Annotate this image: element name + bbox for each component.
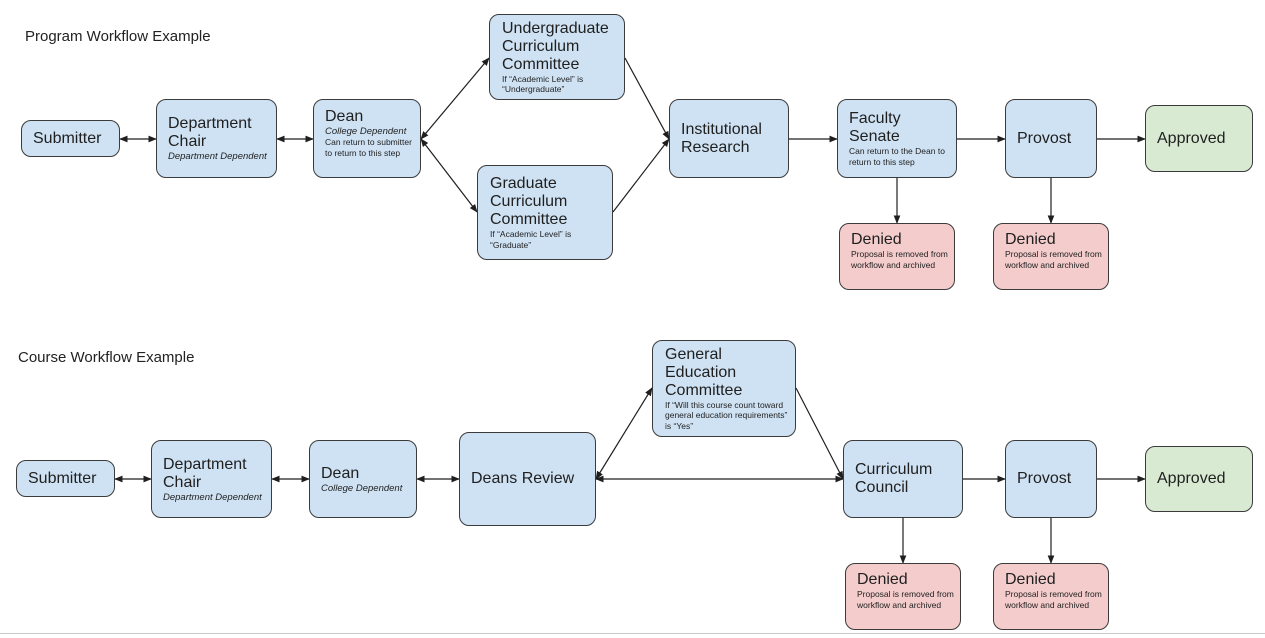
course-denied-node-provost: Denied Proposal is removed from workflow… xyxy=(993,563,1109,630)
course-chair-node: Department Chair Department Dependent xyxy=(151,440,272,518)
node-note: Can return to the Dean to return to this… xyxy=(849,146,945,167)
program-gcc-node: Graduate Curriculum Committee If “Academ… xyxy=(477,165,613,260)
node-label: Provost xyxy=(1017,129,1072,147)
program-submitter-node: Submitter xyxy=(21,120,120,157)
node-label: General Education Committee xyxy=(665,345,743,399)
node-label: Institutional Research xyxy=(681,120,762,156)
course-council-node: Curriculum Council xyxy=(843,440,963,518)
node-label: Graduate Curriculum Committee xyxy=(490,175,568,228)
program-ir-node: Institutional Research xyxy=(669,99,789,178)
node-label: Deans Review xyxy=(471,470,575,487)
node-note: Can return to submitter to return to thi… xyxy=(325,137,412,158)
node-note: Proposal is removed from workflow and ar… xyxy=(1005,249,1102,270)
node-sublabel: College Dependent xyxy=(321,482,403,494)
node-note: If “Academic Level” is “Graduate” xyxy=(490,229,572,250)
node-label: Dean xyxy=(321,464,360,482)
connector-dean-ugcc xyxy=(420,57,490,140)
node-note: If “Academic Level” is “Undergraduate” xyxy=(502,73,584,95)
node-label: Denied xyxy=(851,231,902,248)
node-note: Proposal is removed from workflow and ar… xyxy=(857,589,954,610)
program-provost-node: Provost xyxy=(1005,99,1097,178)
course-gened-node: General Education Committee If “Will thi… xyxy=(652,340,796,437)
node-note: Proposal is removed from workflow and ar… xyxy=(1005,589,1102,610)
program-denied-node-senate: Denied Proposal is removed from workflow… xyxy=(839,223,955,290)
program-workflow-title: Program Workflow Example xyxy=(25,28,211,45)
node-label: Department Chair xyxy=(163,455,247,491)
node-note: If “Will this course count toward genera… xyxy=(665,399,788,431)
program-ugcc-node: Undergraduate Curriculum Committee If “A… xyxy=(489,14,625,100)
connector-c-gened-council xyxy=(795,387,844,480)
node-sublabel: Department Dependent xyxy=(163,491,262,503)
connector-ugcc-ir xyxy=(624,57,670,140)
node-sublabel: Department Dependent xyxy=(168,151,267,162)
node-label: Dean xyxy=(325,108,364,125)
program-denied-node-provost: Denied Proposal is removed from workflow… xyxy=(993,223,1109,290)
course-dean-node: Dean College Dependent xyxy=(309,440,417,518)
connector-dean-gcc xyxy=(420,138,478,213)
program-chair-node: Department Chair Department Dependent xyxy=(156,99,277,178)
course-deans-review-node: Deans Review xyxy=(459,432,596,526)
node-label: Approved xyxy=(1157,470,1226,487)
connector-gcc-ir xyxy=(612,138,670,213)
node-label: Curriculum Council xyxy=(855,461,933,496)
course-submitter-node: Submitter xyxy=(16,460,115,497)
node-label: Submitter xyxy=(28,469,97,487)
node-sublabel: College Dependent xyxy=(325,126,407,137)
course-provost-node: Provost xyxy=(1005,440,1097,518)
node-label: Submitter xyxy=(33,129,102,147)
node-label: Department Chair xyxy=(168,115,252,150)
course-denied-node-council: Denied Proposal is removed from workflow… xyxy=(845,563,961,630)
connector-c-review-gened xyxy=(595,387,653,480)
program-senate-node: Faculty Senate Can return to the Dean to… xyxy=(837,99,957,178)
node-label: Denied xyxy=(1005,231,1056,248)
course-workflow-title: Course Workflow Example xyxy=(18,349,195,366)
bottom-divider xyxy=(0,633,1265,634)
program-approved-node: Approved xyxy=(1145,105,1253,172)
node-label: Approved xyxy=(1157,129,1226,147)
node-label: Provost xyxy=(1017,470,1072,487)
node-label: Undergraduate Curriculum Committee xyxy=(502,19,609,73)
node-label: Denied xyxy=(1005,571,1056,588)
node-note: Proposal is removed from workflow and ar… xyxy=(851,249,948,270)
course-approved-node: Approved xyxy=(1145,446,1253,512)
program-dean-node: Dean College Dependent Can return to sub… xyxy=(313,99,421,178)
node-label: Faculty Senate xyxy=(849,110,901,145)
node-label: Denied xyxy=(857,571,908,588)
